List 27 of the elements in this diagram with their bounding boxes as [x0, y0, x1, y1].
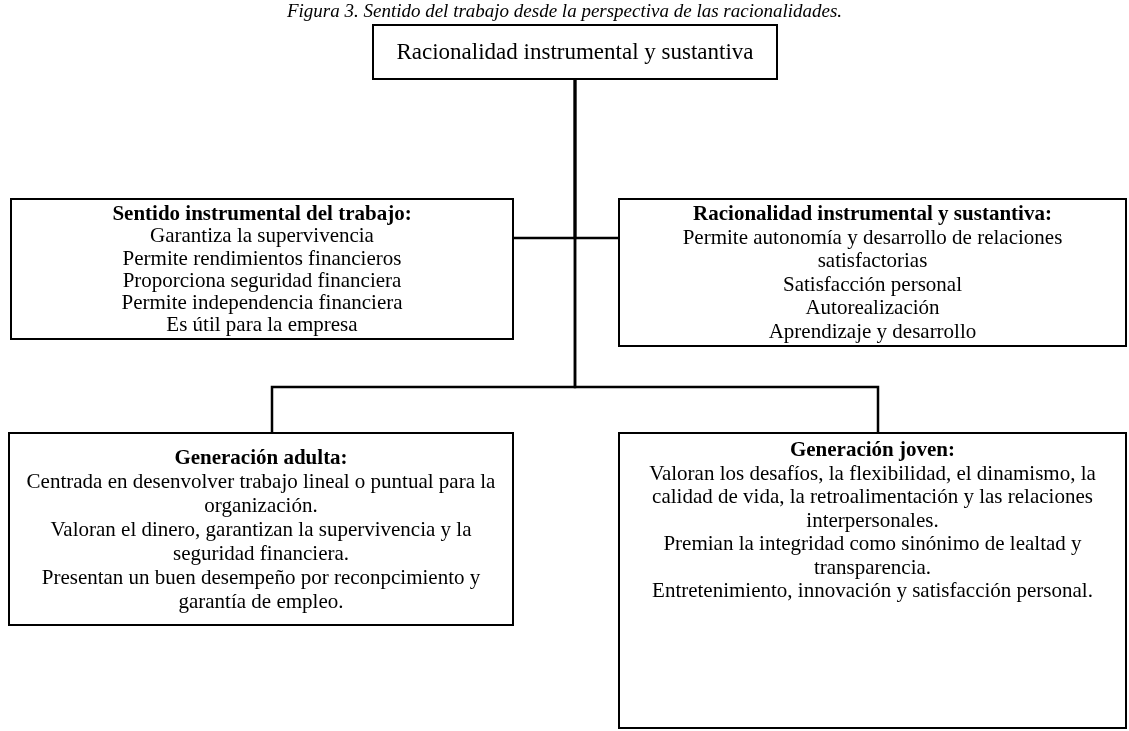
text-box — [10, 198, 514, 340]
box-heading: Generación joven: — [788, 438, 956, 462]
box-text: Aprendizaje y desarrollo — [767, 319, 978, 344]
box-text: Valoran los desafíos, la flexibilidad, el dinamismo, la calidad de vida, la retroalimentación y las relaciones interpersonales. — [648, 461, 1097, 533]
text-box — [618, 432, 1127, 729]
text-box — [8, 432, 514, 626]
text-box — [618, 198, 1127, 348]
box-text: Centrada en desenvolver trabajo lineal o puntual para la organización. — [25, 468, 497, 517]
box-text: Presentan un buen desempeño por reconpcimiento y garantía de empleo. — [40, 565, 482, 614]
box-text: Racionalidad instrumental y sustantiva — [395, 38, 755, 66]
box-heading: Generación adulta: — [173, 444, 349, 469]
box-text: Permite independencia financiera — [120, 291, 404, 314]
box-text: Permite rendimientos financieros — [121, 246, 403, 269]
box-text: Permite autonomía y desarrollo de relaciones satisfactorias — [681, 225, 1064, 273]
connector-line — [573, 80, 880, 432]
box-heading: Racionalidad instrumental y sustantiva: — [692, 202, 1053, 226]
box-text: Valoran el dinero, garantizan la supervivencia y la seguridad financiera. — [49, 516, 473, 566]
box-text: Satisfacción personal — [782, 272, 963, 297]
figure-title: Figura 3. Sentido del trabajo desde la perspectiva de las racionalidades. — [285, 0, 844, 22]
box-heading: Sentido instrumental del trabajo: — [111, 202, 413, 225]
box-text: Entretenimiento, innovación y satisfacción personal. — [651, 579, 1094, 603]
box-text: Proporciona seguridad financiera — [121, 268, 403, 291]
box-text: Garantiza la supervivencia — [149, 224, 374, 247]
box-text: Es útil para la empresa — [165, 313, 359, 336]
box-text: Premian la integridad como sinónimo de lealtad y transparencia. — [662, 532, 1083, 580]
text-box — [372, 24, 778, 80]
box-text: Autorealización — [804, 296, 940, 320]
